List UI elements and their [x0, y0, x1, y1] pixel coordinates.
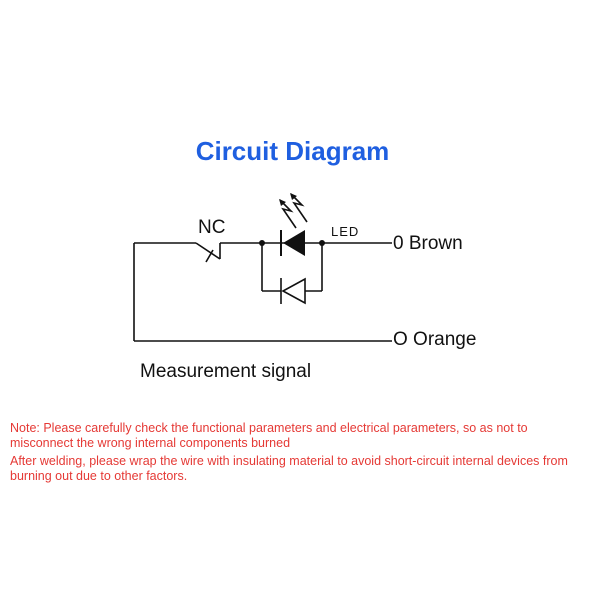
nc-switch-blade	[195, 242, 221, 260]
brown-terminal-label: 0 Brown	[393, 233, 463, 254]
signal-label: Measurement signal	[140, 361, 311, 382]
diode-outline	[281, 277, 306, 305]
nc-switch-tick	[205, 249, 214, 263]
diagram-title: Circuit Diagram	[195, 136, 390, 166]
light-arrowhead-1	[279, 199, 286, 206]
note-2: After welding, please wrap the wire with…	[10, 454, 568, 483]
switch-label: NC	[198, 217, 225, 238]
junction-dot-right	[319, 240, 325, 246]
light-arrow-1	[279, 199, 297, 229]
orange-terminal-label: O Orange	[393, 329, 476, 350]
light-arrowhead-2	[290, 193, 297, 200]
notes-block: Note: Please carefully check the functio…	[10, 421, 590, 487]
note-1: Note: Please carefully check the functio…	[10, 421, 528, 450]
light-arrow-2	[290, 193, 308, 223]
led-label: LED	[331, 224, 359, 239]
led-triangle	[283, 230, 305, 256]
junction-dot-left	[259, 240, 265, 246]
